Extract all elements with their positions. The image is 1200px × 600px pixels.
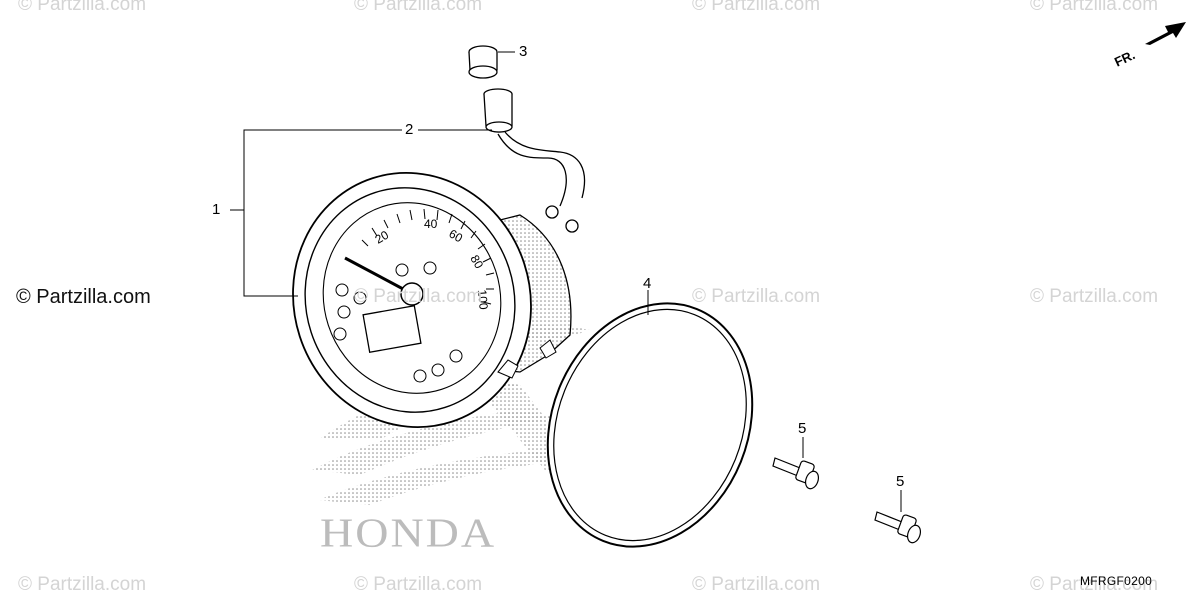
front-direction-arrow-icon	[1145, 22, 1186, 45]
watermark: © Partzilla.com	[692, 0, 821, 15]
gauge-number: 40	[424, 217, 438, 231]
callout-3: 3	[519, 43, 528, 60]
gauge-number: 60	[447, 226, 466, 245]
callout-1: 1	[212, 201, 221, 218]
leader-lines	[230, 51, 902, 512]
watermark: © Partzilla.com	[354, 0, 483, 15]
screw	[772, 457, 820, 490]
bulb-socket-assembly	[483, 88, 586, 233]
grommet	[468, 45, 498, 79]
watermark: © Partzilla.com	[692, 574, 821, 595]
callout-5: 5	[798, 420, 807, 437]
speedometer-assembly: 20 40 60 80 100	[292, 172, 572, 428]
watermark: © Partzilla.com	[692, 286, 821, 307]
callout-2: 2	[405, 121, 414, 138]
watermark: © Partzilla.com	[18, 574, 147, 595]
gauge-ticks	[361, 208, 495, 305]
watermark: © Partzilla.com	[1030, 574, 1159, 595]
callout-5-second: 5	[896, 473, 905, 490]
diagram-code: MFRGF0200	[1080, 574, 1153, 588]
gauge-number: 80	[467, 253, 486, 272]
gasket-ring	[546, 302, 754, 548]
honda-brand-text: HONDA	[320, 509, 497, 556]
watermark: © Partzilla.com	[354, 286, 483, 307]
watermark: © Partzilla.com	[1030, 286, 1159, 307]
odometer-window	[362, 305, 422, 353]
watermark: © Partzilla.com	[354, 574, 483, 595]
watermark: © Partzilla.com	[18, 0, 147, 15]
watermark: © Partzilla.com	[1030, 0, 1159, 15]
watermark-main: © Partzilla.com	[16, 286, 151, 308]
callout-4: 4	[643, 275, 652, 292]
screw	[874, 511, 922, 544]
indicator-lamps	[333, 261, 463, 383]
gauge-number: 100	[475, 289, 491, 310]
gauge-number: 20	[373, 228, 392, 247]
needle-hub	[400, 282, 424, 306]
